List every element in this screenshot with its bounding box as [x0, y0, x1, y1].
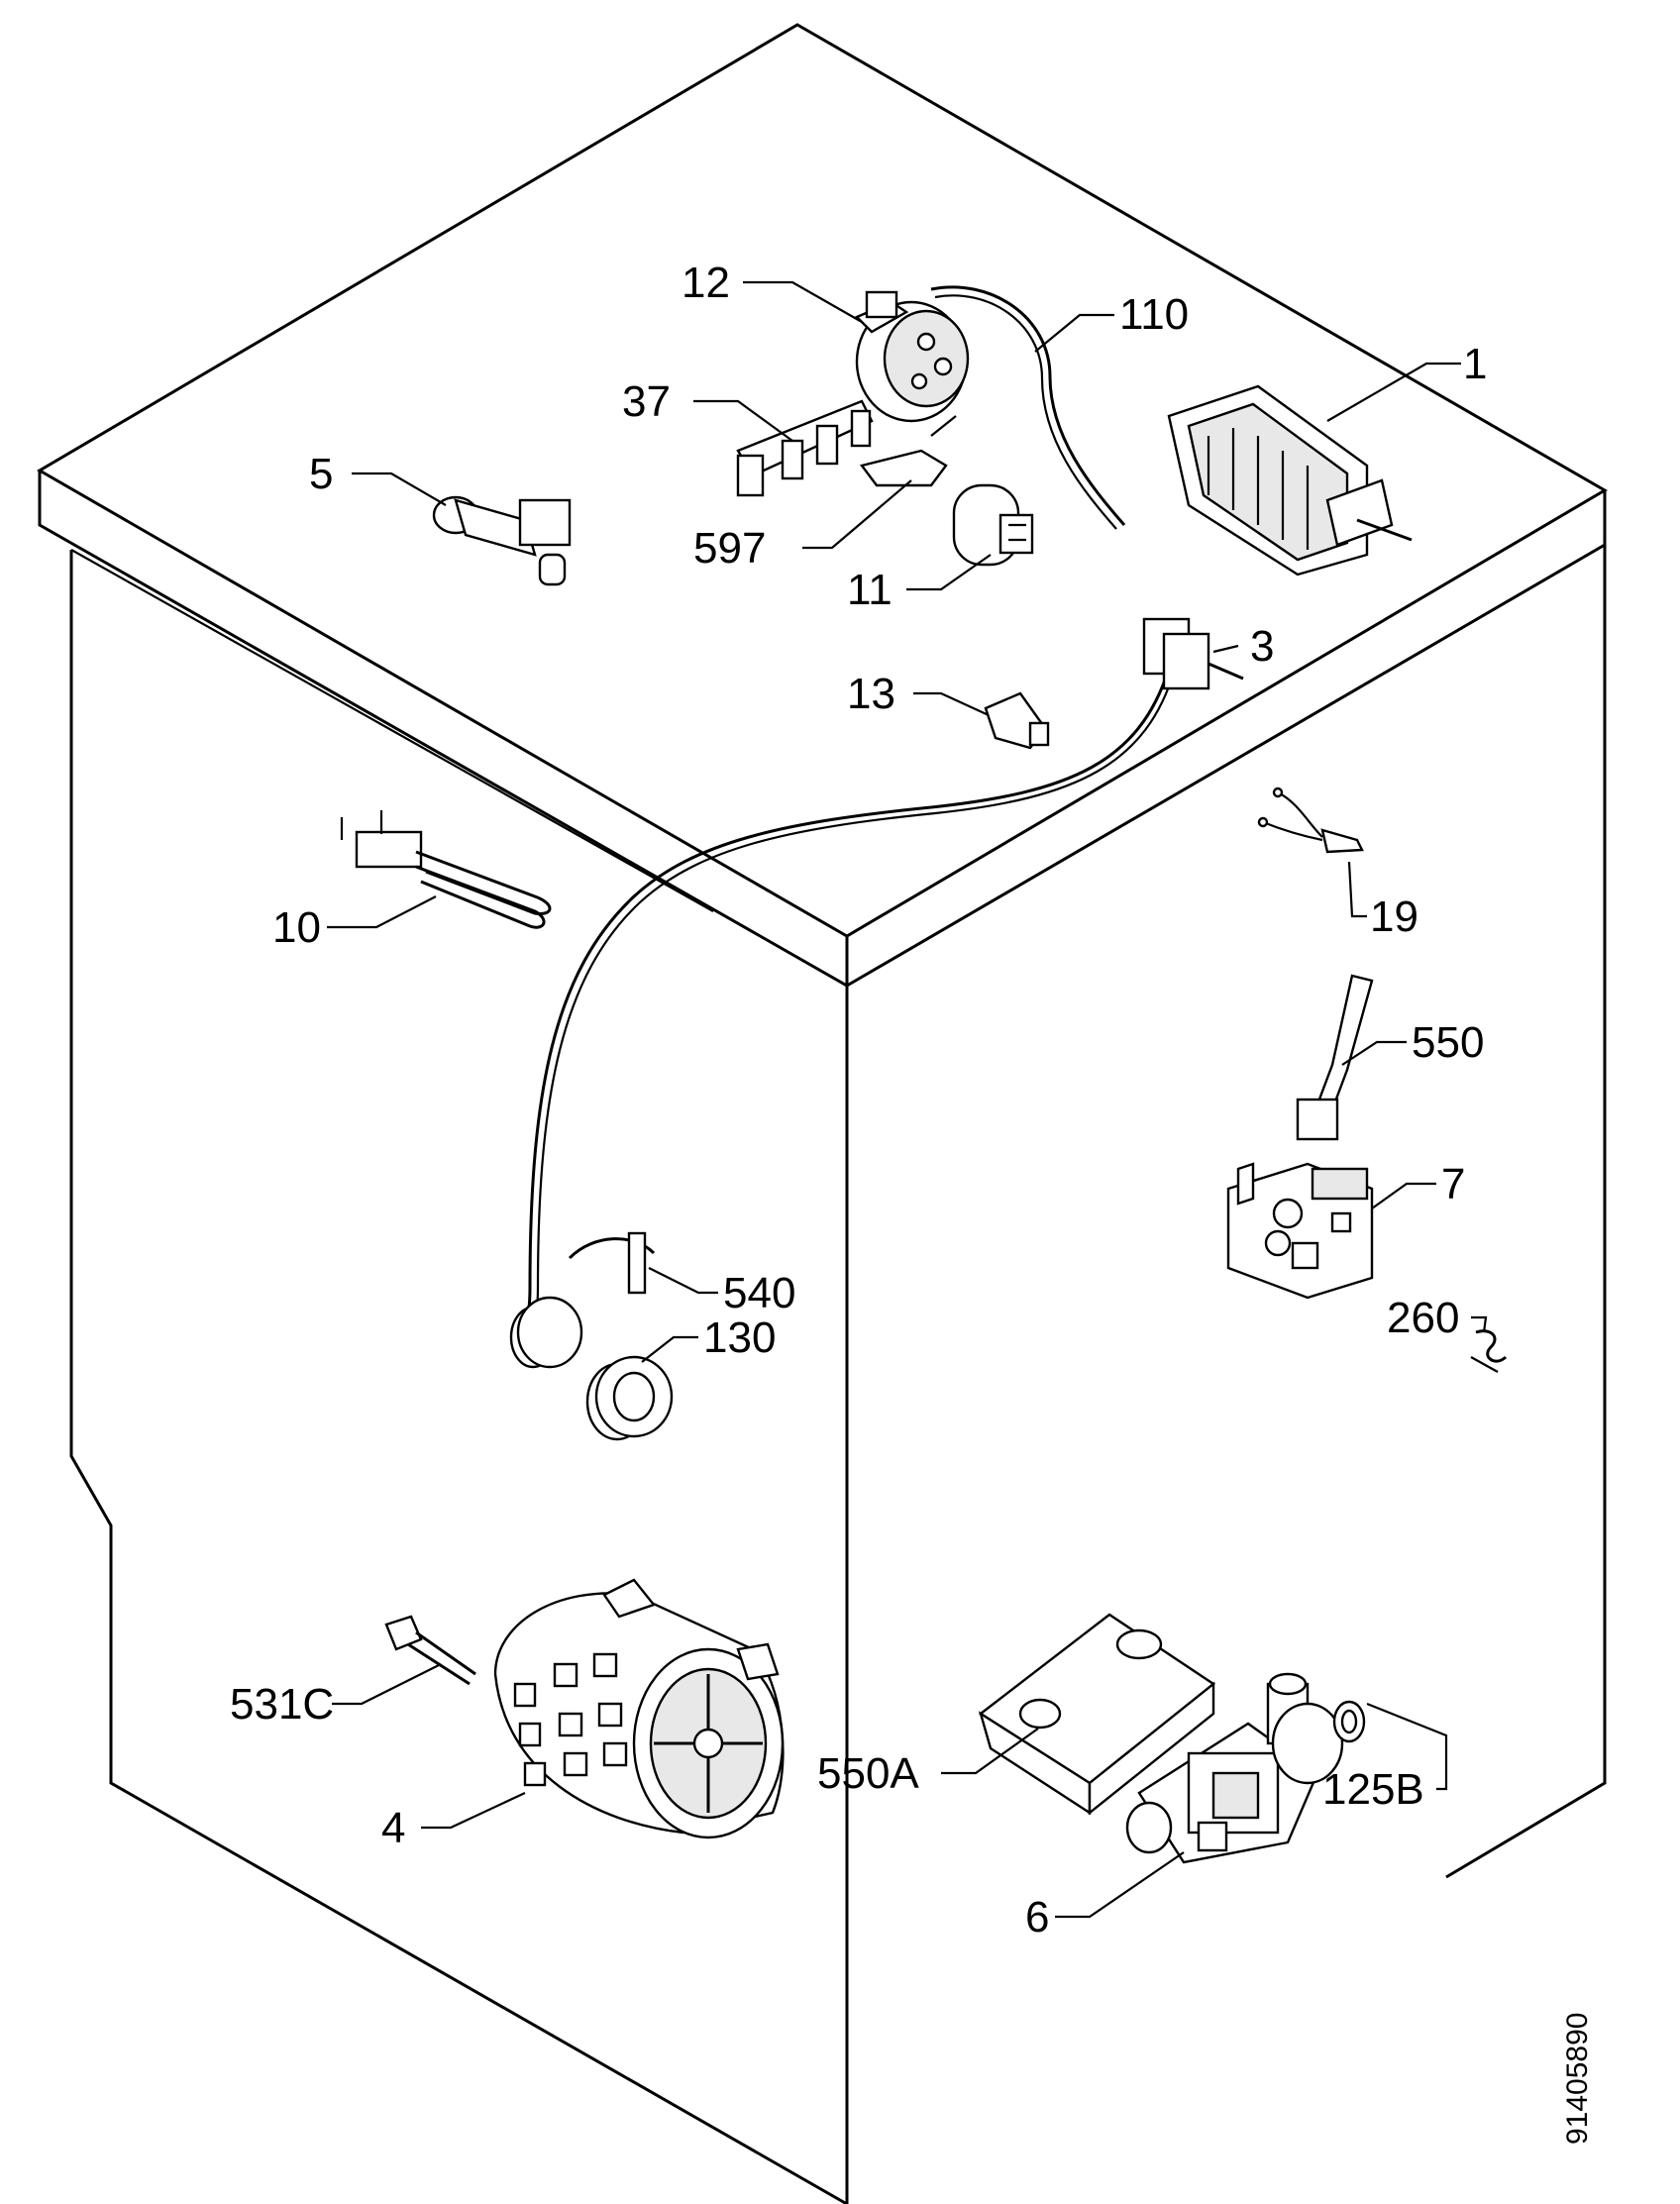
label-531c: 531C — [230, 1680, 334, 1729]
lever-part-550 — [1296, 974, 1374, 1141]
inlet-valve-part-5 — [432, 495, 572, 586]
grommet-part-130 — [509, 1296, 674, 1441]
cover-part-550a — [978, 1613, 1216, 1816]
label-550a: 550A — [817, 1749, 919, 1798]
label-5: 5 — [309, 450, 333, 498]
drain-pump-part-6 — [1125, 1672, 1344, 1864]
label-10: 10 — [272, 903, 321, 952]
pressure-switch-part-12 — [854, 290, 970, 423]
clip-part-597 — [859, 415, 957, 487]
connector-part-13 — [984, 691, 1050, 750]
part-labels: 12 110 1 37 5 597 11 3 13 19 10 550 7 26… — [230, 259, 1487, 1942]
label-37: 37 — [622, 377, 671, 426]
capacitor-part-11 — [952, 483, 1034, 567]
label-550: 550 — [1412, 1018, 1484, 1067]
wiring-harness — [514, 668, 1177, 1344]
label-260: 260 — [1387, 1294, 1459, 1342]
label-4: 4 — [381, 1804, 405, 1852]
hose-part-110 — [930, 285, 1126, 530]
door-switch-part-3 — [1142, 617, 1244, 690]
seal-ring-part-125b — [1332, 1700, 1366, 1743]
sensor-part-19 — [1257, 787, 1364, 854]
label-110: 110 — [1119, 290, 1189, 339]
spring-part-260 — [1470, 1329, 1508, 1373]
screw-part-531c — [384, 1615, 476, 1686]
label-12: 12 — [682, 259, 730, 307]
label-1: 1 — [1463, 340, 1487, 388]
label-13: 13 — [847, 670, 895, 718]
label-19: 19 — [1370, 892, 1418, 941]
cabinet-outline — [37, 23, 1608, 2204]
leader-lines — [327, 280, 1488, 1919]
label-6: 6 — [1025, 1893, 1049, 1942]
document-code: 91405890 — [1561, 2013, 1594, 2145]
label-3: 3 — [1250, 622, 1274, 671]
label-540: 540 — [723, 1269, 795, 1317]
label-11: 11 — [847, 566, 892, 614]
timer-part-1 — [1167, 384, 1413, 577]
door-lock-part-7 — [1226, 1162, 1374, 1300]
label-7: 7 — [1441, 1160, 1465, 1208]
label-597: 597 — [693, 524, 766, 573]
label-130: 130 — [703, 1313, 776, 1362]
cable-tie-part-540 — [568, 1231, 656, 1295]
label-125b: 125B — [1322, 1765, 1424, 1814]
motor-part-4 — [493, 1578, 785, 1839]
heating-element-part-10 — [340, 810, 552, 929]
